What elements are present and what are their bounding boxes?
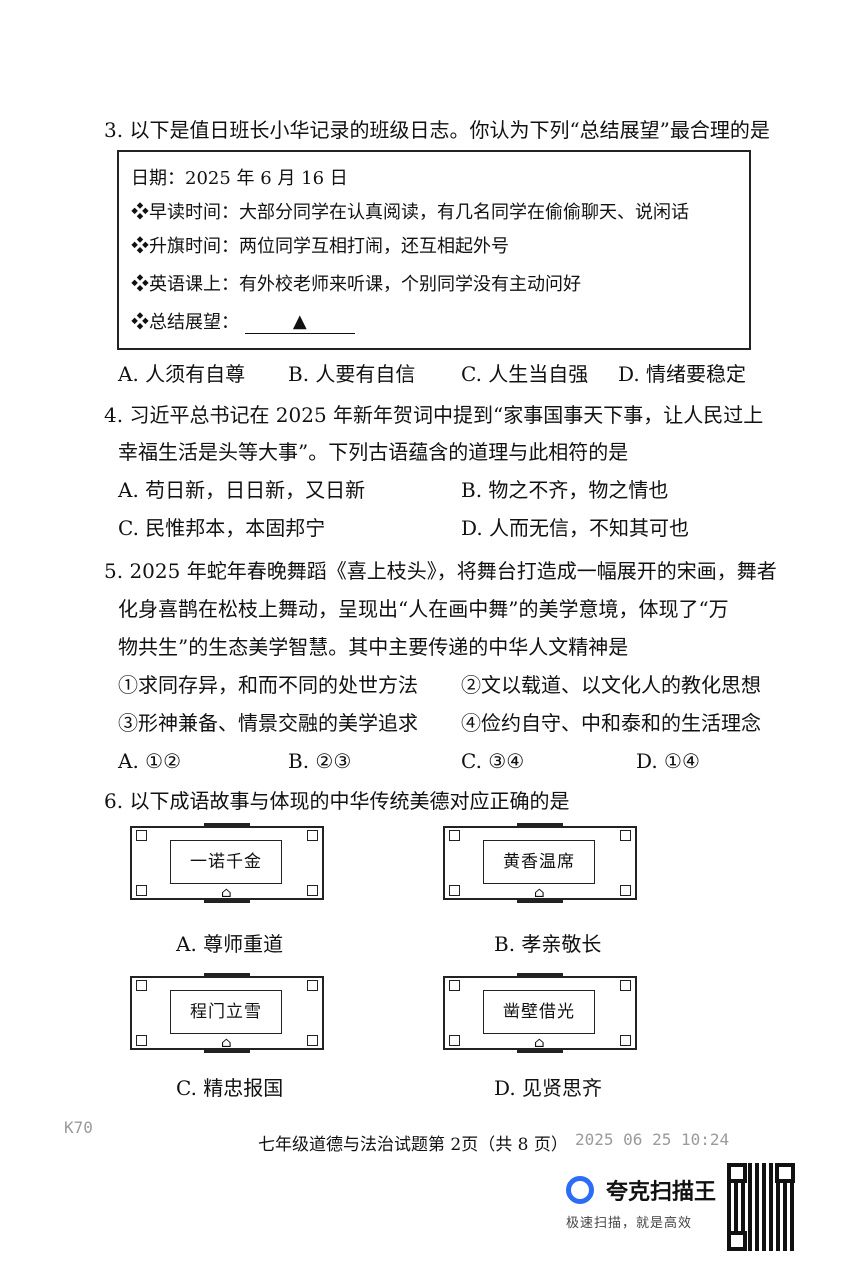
q5-option-d: D. ①④ [636,749,700,773]
log-morning: ❖早读时间：大部分同学在认真阅读，有几名同学在偷偷聊天、说闲话 [131,202,689,223]
q6-option-d: D. 见贤思齐 [494,1076,603,1100]
idiom-card-a: 一诺千金 ⌂ [130,823,324,903]
q3-stem: 3. 以下是值日班长小华记录的班级日志。你认为下列“总结展望”最合理的是 [104,118,770,142]
pavilion-icon: ⌂ [534,885,545,901]
q5-item-4: ④俭约自守、中和泰和的生活理念 [461,711,761,735]
q5-option-a: A. ①② [118,749,182,773]
idiom-card-a-text: 一诺千金 [170,840,282,884]
log-summary-label: ❖总结展望： [131,312,239,333]
q4-option-a: A. 苟日新，日日新，又日新 [118,478,366,502]
q4-line2: 幸福生活是头等大事”。下列古语蕴含的道理与此相符的是 [118,440,629,464]
footer-stamp: K70 [64,1118,93,1137]
q5-option-c: C. ③④ [461,749,525,773]
watermark-brand: 夸克扫描王 [606,1180,717,1205]
footer-page-label: 七年级道德与法治试题第 2页（共 8 页） [258,1135,568,1155]
q6-option-a: A. 尊师重道 [176,932,284,956]
log-date: 日期：2025 年 6 月 16 日 [131,168,348,189]
q4-option-b: B. 物之不齐，物之情也 [461,478,669,502]
idiom-card-c: 程门立雪 ⌂ [130,973,324,1053]
idiom-card-c-text: 程门立雪 [170,990,282,1034]
q5-line3: 物共生”的生态美学智慧。其中主要传递的中华人文精神是 [118,635,629,659]
pavilion-icon: ⌂ [221,1035,232,1051]
q6-option-b: B. 孝亲敬长 [494,932,602,956]
q4-line1: 4. 习近平总书记在 2025 年新年贺词中提到“家事国事天下事，让人民过上 [104,403,764,427]
log-summary: ❖总结展望： ▲ [131,308,355,334]
q3-option-d: D. 情绪要稳定 [618,362,747,386]
log-english: ❖英语课上：有外校老师来听课，个别同学没有主动问好 [131,274,581,295]
q5-line2: 化身喜鹊在松枝上舞动，呈现出“人在画中舞”的美学意境，体现了“万 [118,597,729,621]
q5-line1: 5. 2025 年蛇年春晚舞蹈《喜上枝头》，将舞台打造成一幅展开的宋画，舞者 [104,559,777,583]
q4-option-d: D. 人而无信，不知其可也 [461,516,690,540]
q4-option-c: C. 民惟邦本，本固邦宁 [118,516,326,540]
idiom-card-d-text: 凿壁借光 [483,990,595,1034]
q3-option-c: C. 人生当自强 [461,362,589,386]
idiom-card-b: 黄香温席 ⌂ [443,823,637,903]
q5-option-b: B. ②③ [288,749,352,773]
q5-item-3: ③形神兼备、情景交融的美学追求 [118,711,418,735]
idiom-card-d: 凿壁借光 ⌂ [443,973,637,1053]
q5-item-2: ②文以载道、以文化人的教化思想 [461,673,761,697]
quark-logo-icon [566,1176,594,1204]
q3-option-a: A. 人须有自尊 [118,362,246,386]
footer-timestamp: 2025 06 25 10:24 [575,1130,730,1149]
summary-blank: ▲ [244,311,355,334]
q5-item-1: ①求同存异，和而不同的处世方法 [118,673,418,697]
idiom-card-b-text: 黄香温席 [483,840,595,884]
qr-code-icon [727,1163,795,1251]
q3-option-b: B. 人要有自信 [288,362,416,386]
pavilion-icon: ⌂ [221,885,232,901]
scanner-watermark: 夸克扫描王 极速扫描，就是高效 [566,1172,726,1231]
pavilion-icon: ⌂ [534,1035,545,1051]
q6-option-c: C. 精忠报国 [176,1076,284,1100]
q6-stem: 6. 以下成语故事与体现的中华传统美德对应正确的是 [104,789,570,813]
log-flag: ❖升旗时间：两位同学互相打闹，还互相起外号 [131,236,509,257]
watermark-slogan: 极速扫描，就是高效 [566,1216,693,1231]
triangle-icon: ▲ [292,311,307,332]
class-log-box: 日期：2025 年 6 月 16 日 ❖早读时间：大部分同学在认真阅读，有几名同… [117,150,751,350]
